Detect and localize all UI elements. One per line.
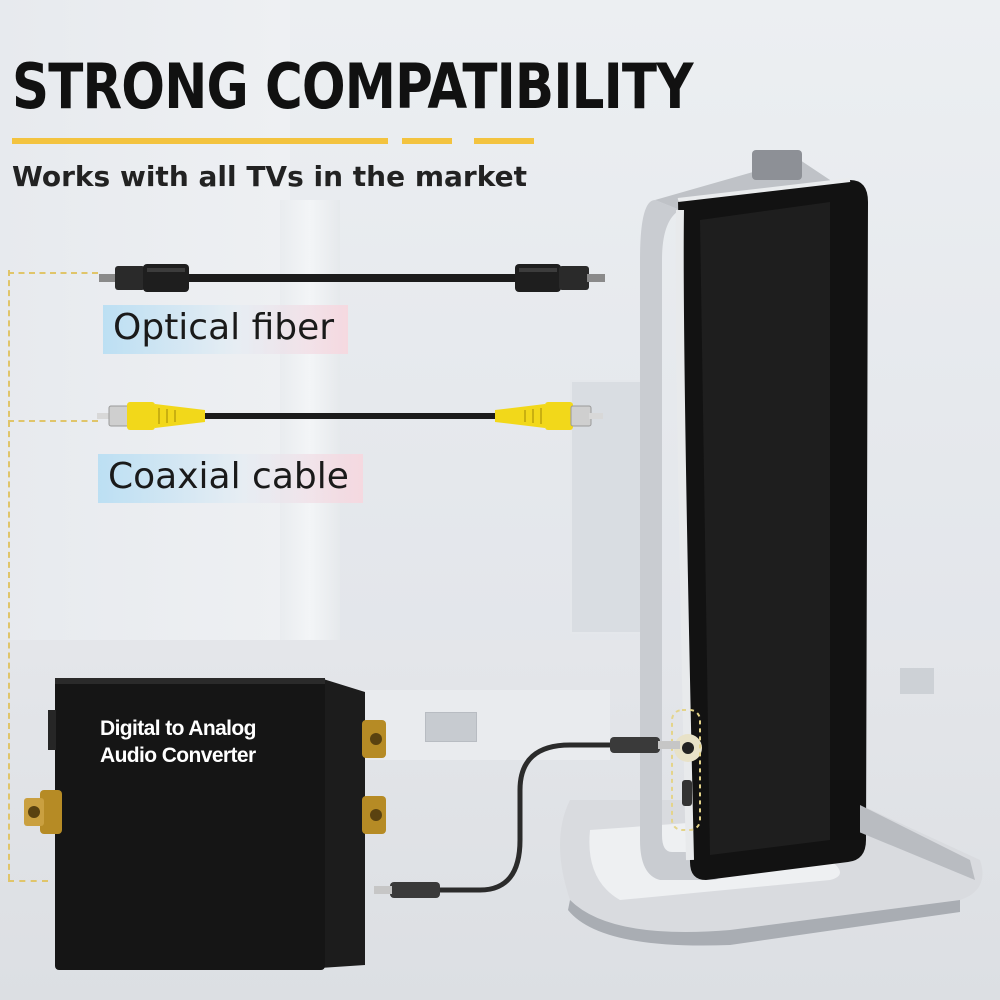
wall-outlet	[425, 712, 477, 742]
page-title: STRONG COMPATIBILITY	[12, 50, 693, 123]
device-label-line1: Digital to Analog	[100, 717, 256, 740]
tv-illustration	[560, 150, 983, 946]
converter-device	[24, 678, 386, 970]
coaxial-cable-label: Coaxial cable	[98, 454, 363, 503]
title-underline-dash	[474, 138, 534, 144]
page-subtitle: Works with all TVs in the market	[12, 160, 527, 193]
connector-line	[8, 420, 98, 422]
background-shelf	[360, 690, 610, 760]
connector-line	[8, 270, 10, 880]
title-underline-dash	[402, 138, 452, 144]
title-underline	[12, 138, 388, 144]
connector-line	[8, 880, 48, 882]
background-pillar	[280, 200, 340, 700]
wall-outlet-right	[900, 668, 934, 694]
device-label-line2: Audio Converter	[100, 744, 256, 767]
connector-line	[8, 272, 98, 274]
coaxial-cable-icon	[97, 402, 603, 430]
optical-fiber-label: Optical fiber	[103, 305, 349, 354]
optical-cable-icon	[99, 264, 605, 292]
audio-cable-icon	[374, 737, 680, 898]
